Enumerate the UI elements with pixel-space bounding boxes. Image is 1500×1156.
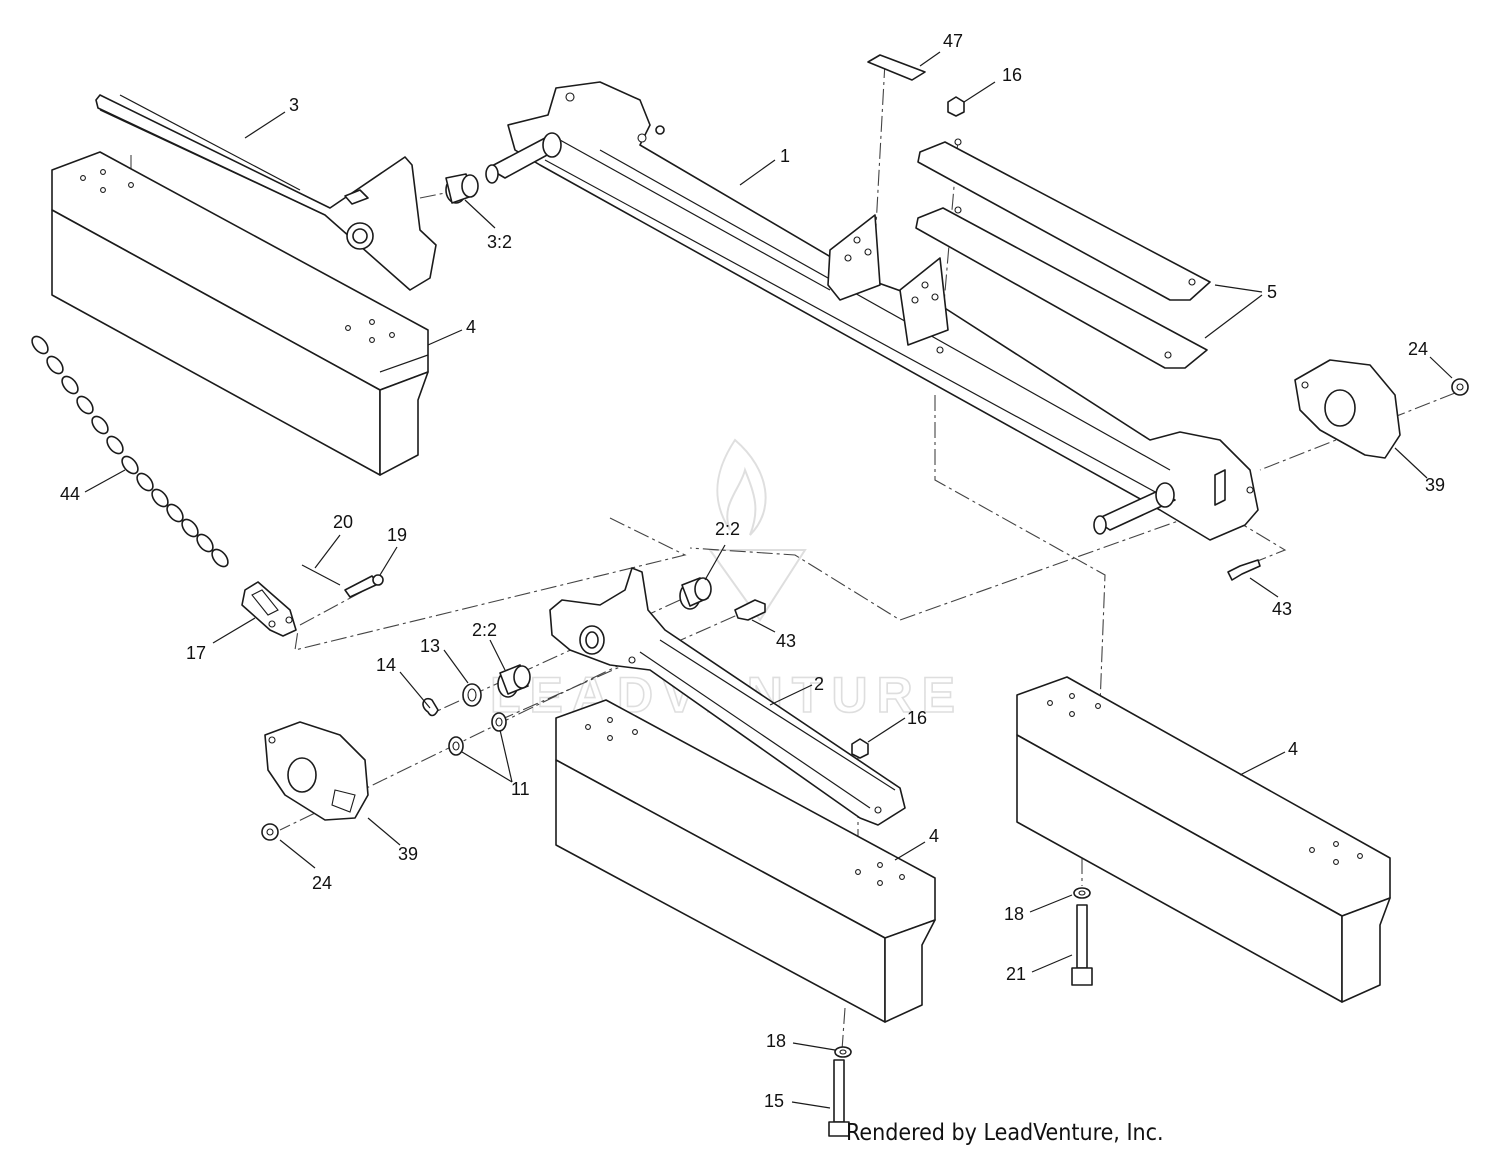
callout-13: 13: [420, 636, 440, 656]
callout-2-2-lower: 2:2: [472, 620, 497, 640]
callout-21: 21: [1006, 964, 1026, 984]
callout-1: 1: [780, 146, 790, 166]
callout-16-lower: 16: [907, 708, 927, 728]
nut-16-lower: [851, 738, 869, 759]
washers-11: [448, 712, 507, 756]
callout-3: 3: [289, 95, 299, 115]
clip-20: [301, 564, 341, 586]
pin-19: [344, 574, 384, 598]
callout-2: 2: [814, 674, 824, 694]
callout-47: 47: [943, 31, 963, 51]
bolt-21: [1071, 904, 1093, 986]
callout-11: 11: [511, 779, 530, 799]
callout-24-left: 24: [312, 873, 332, 893]
callout-4-right: 4: [1288, 739, 1298, 759]
weight-block-right: [1016, 676, 1391, 1003]
main-frame: [485, 81, 1259, 541]
render-credit: Rendered by LeadVenture, Inc.: [846, 1120, 1164, 1146]
leader-lines: [84, 51, 1453, 1109]
callout-4-center: 4: [929, 826, 939, 846]
callout-18-center: 18: [766, 1031, 786, 1051]
callout-14: 14: [376, 655, 396, 675]
callout-39-right: 39: [1425, 475, 1445, 495]
callout-18-right: 18: [1004, 904, 1024, 924]
callout-19: 19: [387, 525, 407, 545]
mounting-plates: [915, 138, 1211, 369]
nut-24-right: [1451, 378, 1469, 396]
wheel-hub-left: [264, 721, 369, 821]
callout-labels: 47 16 3 1 3:2 5 4 24 39 44 20 19 2:2 17 …: [60, 31, 1445, 1111]
eclip-14: [422, 697, 439, 717]
hitch-arm-left: [95, 94, 437, 291]
callout-17: 17: [186, 643, 206, 663]
washer-18-right: [1073, 887, 1091, 899]
callout-3-2: 3:2: [487, 232, 512, 252]
callout-43-right: 43: [1272, 599, 1292, 619]
bolt-15: [828, 1059, 850, 1137]
callout-20: 20: [333, 512, 353, 532]
callout-4-upper-left: 4: [466, 317, 476, 337]
weight-block-upper-left: [51, 151, 429, 476]
callout-16-top: 16: [1002, 65, 1022, 85]
decal-47: [867, 54, 926, 81]
bolt-43-middle: [734, 599, 766, 621]
weight-block-center: [555, 699, 936, 1023]
callout-24-right: 24: [1408, 339, 1428, 359]
callout-5: 5: [1267, 282, 1277, 302]
callout-39-left: 39: [398, 844, 418, 864]
nut-24-left: [261, 823, 279, 841]
nut-16-top: [947, 96, 965, 117]
clevis-17: [241, 581, 297, 637]
chain-44: [31, 335, 229, 568]
callout-2-2-upper: 2:2: [715, 519, 740, 539]
callout-43-middle: 43: [776, 631, 796, 651]
bolt-43-right: [1227, 559, 1261, 581]
hitch-arm-right: [549, 567, 906, 826]
callout-44: 44: [60, 484, 80, 504]
callout-15: 15: [764, 1091, 784, 1111]
wheel-hub-right: [1294, 359, 1401, 459]
bushing-3-2: [445, 173, 479, 204]
bushing-2-2-lower: [497, 664, 531, 698]
washer-13: [462, 683, 482, 707]
bushing-2-2-upper: [679, 577, 712, 610]
washer-18-center: [834, 1046, 852, 1058]
